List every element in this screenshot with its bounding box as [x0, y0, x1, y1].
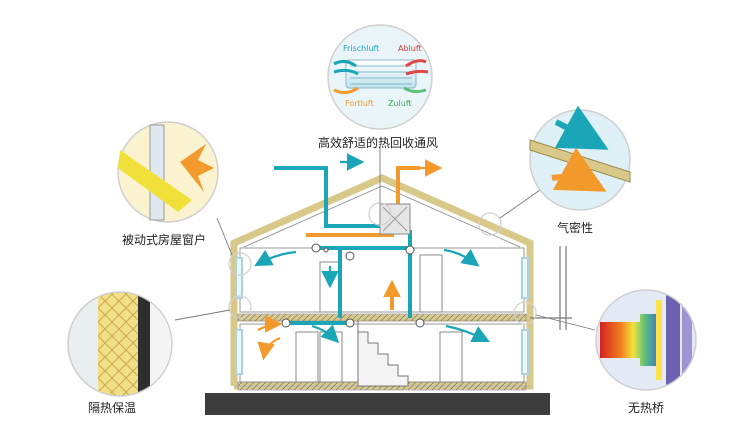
caption-no-thermal-bridge: 无热桥: [628, 401, 665, 415]
thermal-bridge-icon: [600, 314, 660, 366]
exhaust-flow-arrows: [257, 159, 443, 361]
hrv-label-frischluft: Frischluft: [343, 44, 380, 53]
downpipe: [530, 246, 572, 330]
caption-passive-window: 被动式房屋窗户: [122, 233, 207, 247]
hrv-label-abluft: Abluft: [398, 44, 422, 53]
hrv-label-fortluft: Fortluft: [345, 99, 374, 108]
caption-airtightness: 气密性: [557, 221, 594, 235]
caption-heat-recovery: 高效舒适的热回收通风: [318, 136, 439, 150]
supply-flow-arrows: [254, 153, 490, 344]
air-vents: [281, 243, 425, 328]
supply-air-ducts: [274, 166, 412, 325]
staircase: [357, 321, 409, 387]
detail-markers: [228, 202, 537, 325]
hrv-label-zuluft: Zuluft: [388, 99, 412, 108]
hrv-detail-badge: [327, 24, 433, 130]
ground-slab: [205, 393, 550, 415]
mid-floor-slab: [237, 313, 527, 322]
airtightness-badge: [529, 105, 631, 211]
thermal-bridge-badge: [595, 289, 697, 391]
leader-lines: [174, 147, 596, 331]
wall-windows: [235, 257, 529, 375]
caption-insulation: 隔热保温: [88, 401, 137, 415]
heat-recovery-unit-icon: [350, 65, 412, 85]
passive-window-badge: [117, 121, 219, 223]
insulation-badge: [67, 291, 173, 397]
window-section-icon: [118, 150, 192, 212]
attic-hrv-unit: [379, 203, 411, 235]
interior-doors: [295, 254, 463, 383]
